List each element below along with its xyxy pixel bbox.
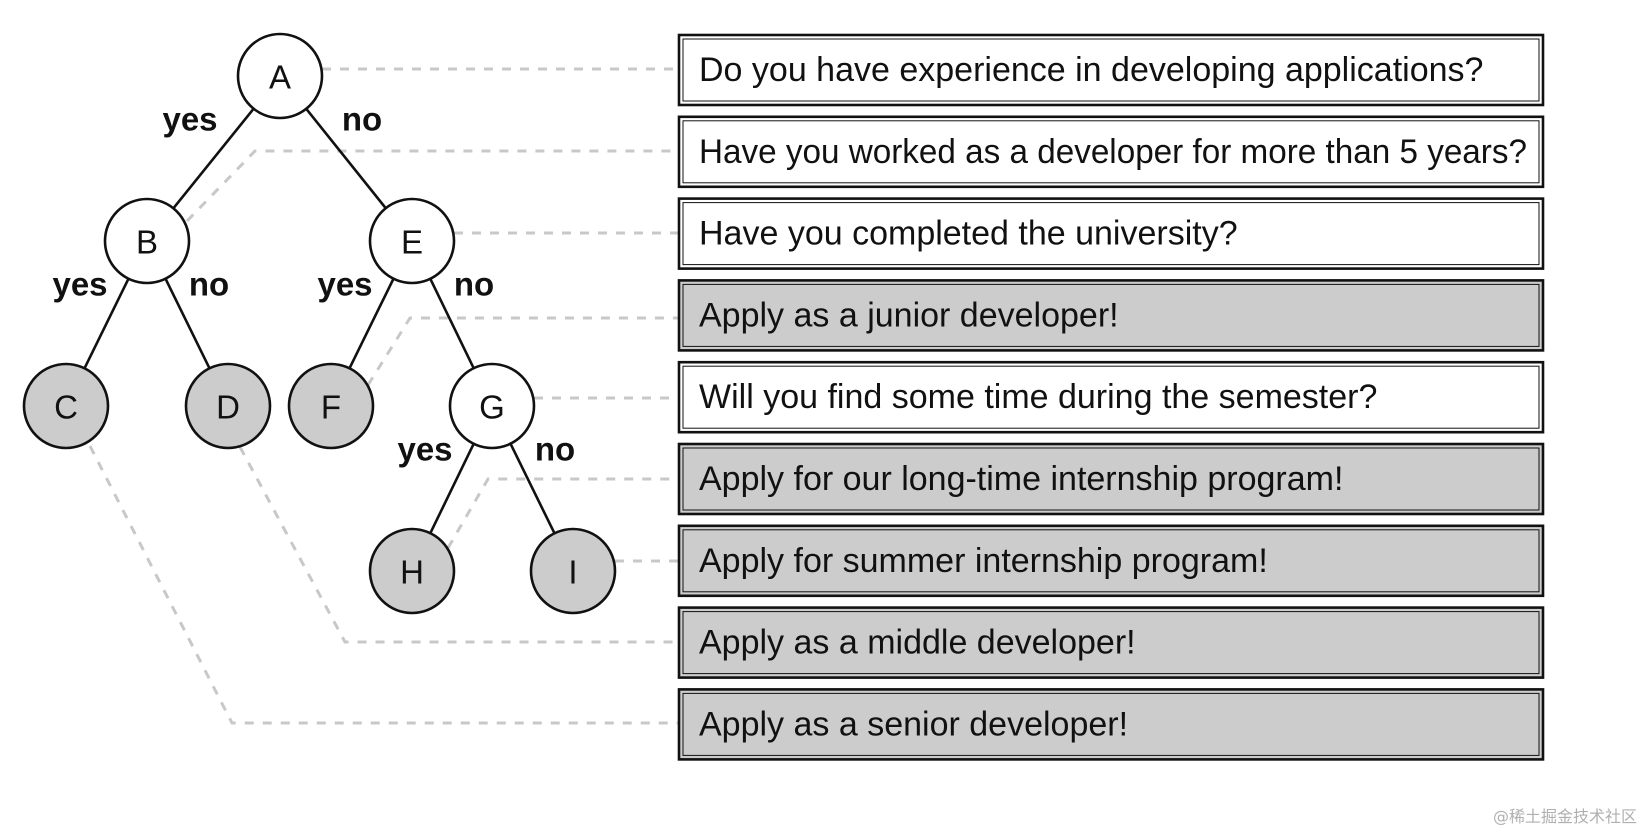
box-rect-c — [677, 688, 1545, 761]
node-label-b: B — [136, 224, 158, 261]
edge-label-g-h: yes — [397, 431, 452, 468]
box-rect-b — [677, 115, 1545, 189]
node-a: A — [236, 32, 324, 120]
node-circle-d — [184, 362, 272, 450]
box-text-c: Apply as a senior developer! — [699, 705, 1128, 743]
edge-label-e-f: yes — [317, 266, 372, 303]
box-inner-border-d — [682, 611, 1540, 675]
node-c: C — [22, 362, 110, 450]
node-h: H — [368, 527, 456, 615]
watermark: @稀土掘金技术社区 — [1492, 807, 1637, 826]
box-rect-a — [677, 33, 1545, 107]
box-h: Apply for our long-time internship progr… — [677, 442, 1545, 516]
box-text-h: Apply for our long-time internship progr… — [699, 460, 1343, 498]
box-inner-border-h — [682, 447, 1540, 511]
box-inner-border-c — [682, 692, 1540, 756]
edge-b-d — [164, 278, 211, 369]
box-rect-i — [677, 524, 1545, 598]
edge-label-b-d: no — [189, 266, 229, 303]
description-boxes: Do you have experience in developing app… — [677, 33, 1545, 761]
node-label-g: G — [479, 389, 505, 426]
edge-g-i — [509, 443, 556, 534]
node-g: G — [448, 362, 536, 450]
node-label-h: H — [400, 554, 424, 591]
box-inner-border-e — [682, 202, 1540, 266]
leader-lines — [88, 67, 679, 725]
edge-label-g-i: no — [535, 431, 575, 468]
box-rect-g — [677, 360, 1545, 434]
leader-line-b — [185, 149, 679, 223]
node-d: D — [184, 362, 272, 450]
edge-label-b-c: yes — [52, 266, 107, 303]
edge-e-g — [429, 278, 475, 369]
edge-a-b — [172, 107, 255, 210]
edge-label-a-b: yes — [162, 101, 217, 138]
node-circle-a — [236, 32, 324, 120]
box-inner-border-a — [682, 38, 1540, 102]
box-inner-border-i — [682, 529, 1540, 593]
box-g: Will you find some time during the semes… — [677, 360, 1545, 434]
node-circle-i — [529, 527, 617, 615]
box-i: Apply for summer internship program! — [677, 524, 1545, 598]
edge-label-e-g: no — [454, 266, 494, 303]
box-inner-border-g — [682, 365, 1540, 429]
node-label-e: E — [401, 224, 423, 261]
edge-b-c — [83, 278, 130, 369]
node-circle-b — [103, 197, 191, 285]
leader-line-d — [238, 446, 679, 644]
box-rect-f — [677, 279, 1545, 352]
box-rect-h — [677, 442, 1545, 516]
box-rect-d — [677, 606, 1545, 679]
box-inner-border-f — [682, 283, 1540, 347]
box-e: Have you completed the university? — [677, 197, 1545, 270]
box-c: Apply as a senior developer! — [677, 688, 1545, 761]
box-text-a: Do you have experience in developing app… — [699, 51, 1483, 89]
node-f: F — [287, 362, 375, 450]
node-circle-f — [287, 362, 375, 450]
node-label-d: D — [216, 389, 240, 426]
box-text-e: Have you completed the university? — [699, 215, 1238, 253]
node-label-i: I — [568, 554, 577, 591]
edge-e-f — [348, 278, 395, 369]
box-a: Do you have experience in developing app… — [677, 33, 1545, 107]
box-text-b: Have you worked as a developer for more … — [699, 133, 1527, 171]
leader-line-h — [446, 477, 679, 549]
edge-labels: yes no yes no yes no yes no — [52, 101, 575, 468]
box-b: Have you worked as a developer for more … — [677, 115, 1545, 189]
node-circle-g — [448, 362, 536, 450]
node-i: I — [529, 527, 617, 615]
tree-nodes: A B E C D F G H I — [22, 32, 617, 615]
box-inner-border-b — [682, 120, 1540, 184]
box-text-d: Apply as a middle developer! — [699, 624, 1136, 662]
box-f: Apply as a junior developer! — [677, 279, 1545, 352]
node-b: B — [103, 197, 191, 285]
box-text-g: Will you find some time during the semes… — [699, 378, 1377, 416]
node-label-f: F — [321, 389, 341, 426]
box-text-i: Apply for summer internship program! — [699, 542, 1268, 580]
node-circle-c — [22, 362, 110, 450]
node-e: E — [368, 197, 456, 285]
leader-line-f — [366, 316, 679, 386]
edge-g-h — [429, 443, 475, 534]
tree-edges — [83, 107, 556, 534]
node-label-a: A — [269, 59, 291, 96]
node-circle-h — [368, 527, 456, 615]
node-circle-e — [368, 197, 456, 285]
node-label-c: C — [54, 389, 78, 426]
box-rect-e — [677, 197, 1545, 270]
edge-label-a-e: no — [342, 101, 382, 138]
edge-a-e — [305, 107, 387, 210]
leader-line-c — [88, 445, 679, 725]
box-d: Apply as a middle developer! — [677, 606, 1545, 679]
box-text-f: Apply as a junior developer! — [699, 296, 1119, 334]
